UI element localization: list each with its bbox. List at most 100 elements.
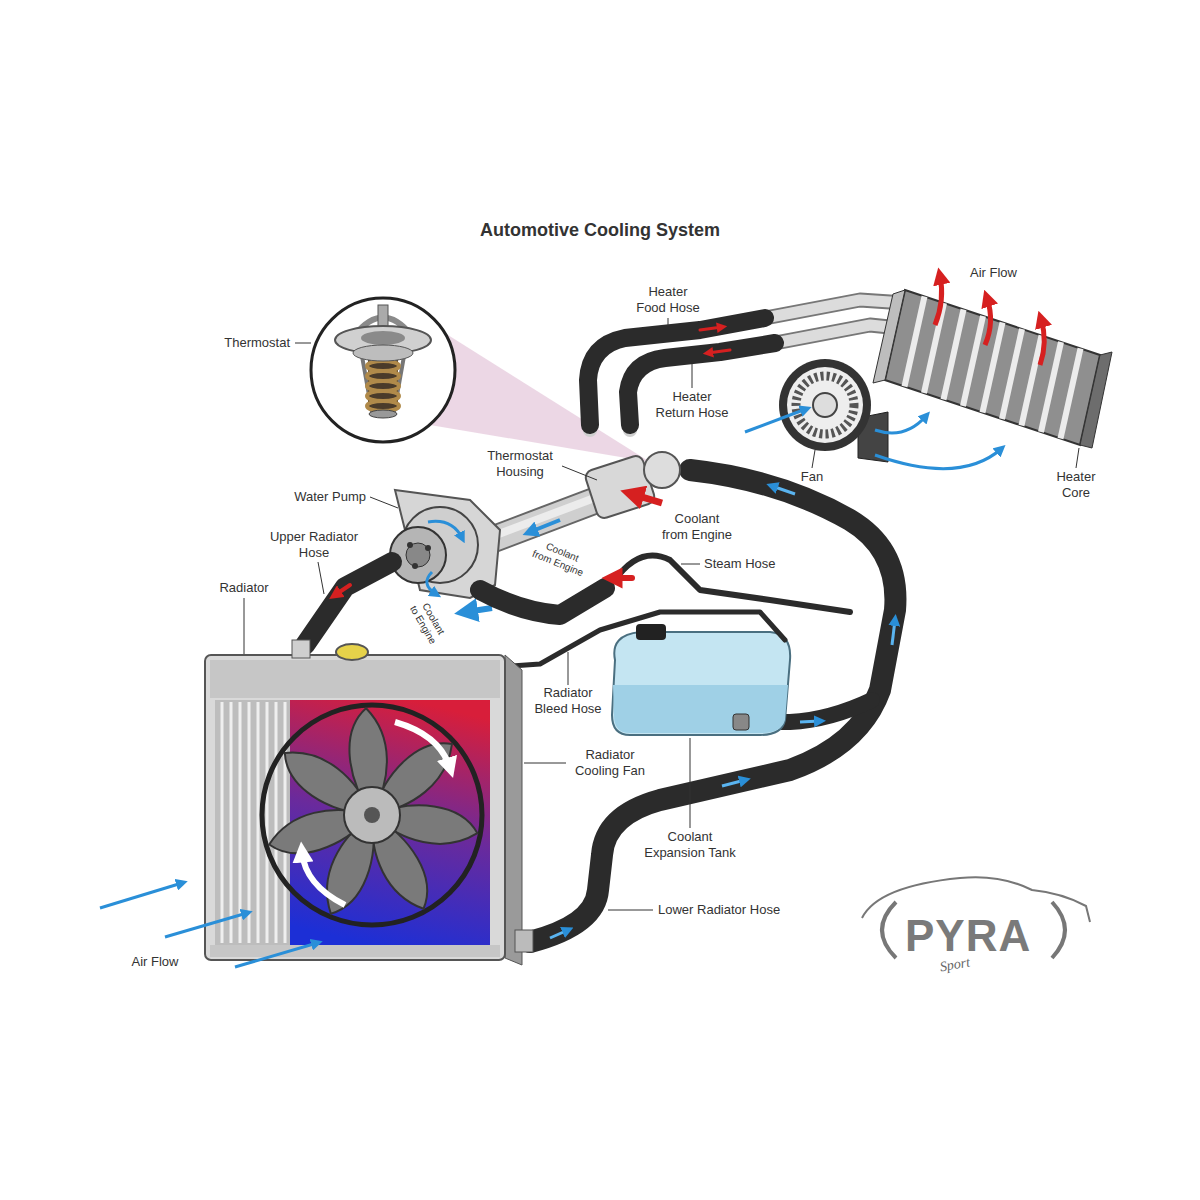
- pump-hoses-part: [612, 575, 632, 581]
- hot-air-arrows: [935, 276, 1044, 365]
- thermostat-inset-part: [368, 360, 398, 410]
- radiator: [205, 640, 533, 965]
- coolant-expansion-tank-part: [612, 632, 790, 735]
- air-arrows-heater: [745, 409, 1001, 469]
- hot-air-arrows-part: [985, 298, 991, 345]
- radiator-part-part: [275, 702, 278, 943]
- radiator-cooling-fan-part: [302, 852, 345, 905]
- pump-hoses-part: [305, 562, 392, 645]
- radiator-cooling-fan-part: [364, 807, 380, 823]
- thermostat-inset-part: [353, 345, 413, 361]
- leader-lines-part: [562, 466, 597, 480]
- leader-lines-part: [370, 497, 398, 508]
- thermostat-inset-part: [430, 330, 650, 462]
- thermostat-inset-part: [378, 305, 388, 327]
- air-arrows-heater-part: [745, 409, 806, 432]
- steam-and-bleed-hoses-part: [615, 556, 850, 613]
- leader-lines-part: [608, 910, 653, 911]
- part-label: Radiator Cooling Fan: [570, 747, 650, 778]
- leader-lines: [244, 318, 1079, 910]
- steam-and-bleed-hoses-part: [480, 612, 785, 668]
- leader-lines-part: [244, 598, 245, 654]
- part-label: Upper Radiator Hose: [267, 529, 362, 560]
- leader-lines-part: [812, 450, 815, 468]
- radiator-part: [205, 655, 505, 960]
- hot-air-arrows-part: [935, 276, 942, 325]
- water-pump-part: [425, 545, 431, 551]
- radiator-cooling-fan: [262, 705, 482, 925]
- blower-fan-part: [779, 359, 871, 451]
- part-label: Coolant from Engine: [530, 536, 591, 579]
- radiator-part: [210, 660, 500, 698]
- radiator-part: [215, 700, 290, 945]
- blower-fan: [779, 359, 888, 462]
- blower-fan-part: [787, 367, 863, 443]
- leader-lines-part: [668, 318, 669, 326]
- radiator-part-part: [248, 702, 251, 943]
- leader-lines-part: [690, 738, 691, 828]
- radiator-part: [210, 945, 500, 957]
- part-label: Radiator Bleed Hose: [531, 685, 606, 716]
- radiator-part-part: [221, 702, 224, 943]
- water-pump-part: [466, 608, 492, 612]
- heater-hoses-part: [588, 318, 765, 425]
- heater-pipes-part: [765, 300, 905, 318]
- heater-hoses-part: [700, 327, 722, 330]
- thermostat-inset-part: [361, 331, 405, 345]
- radiator-part: [515, 930, 533, 952]
- heater-hoses: [588, 318, 775, 430]
- radiator-part-part: [284, 702, 287, 943]
- heater-core-part-part: [924, 303, 944, 393]
- water-pump-part: [412, 563, 418, 569]
- brand-logo-text: PYRA: [905, 914, 1031, 958]
- flow-arrows-part: [550, 930, 568, 938]
- part-label: Thermostat Housing: [483, 448, 558, 479]
- hot-air-arrows-part: [1040, 319, 1044, 365]
- thermostat-housing-part: [530, 520, 560, 532]
- part-label: Coolant Expansion Tank: [641, 829, 739, 860]
- diagram-title: Automotive Cooling System: [480, 220, 720, 241]
- heater-core: [873, 290, 1112, 448]
- part-label: Air Flow: [132, 954, 179, 970]
- leader-lines-part: [318, 562, 324, 594]
- heater-core-part: [1080, 352, 1112, 448]
- heater-core-part-part: [944, 310, 964, 400]
- radiator-cooling-fan-part: [344, 787, 400, 843]
- flow-arrows-part: [722, 780, 745, 786]
- thermostat-housing-part: [644, 452, 680, 488]
- water-pump-part: [427, 572, 436, 594]
- part-label: Water Pump: [294, 489, 366, 505]
- part-label: Steam Hose: [704, 556, 776, 572]
- radiator-part: [222, 702, 285, 943]
- heater-hoses-part: [708, 350, 730, 353]
- engine-hoses-part: [530, 470, 895, 942]
- outside-air-arrows-part: [235, 943, 317, 967]
- coolant-expansion-tank: [612, 624, 790, 735]
- heater-pipes-part: [765, 300, 905, 318]
- blower-fan-part: [813, 393, 837, 417]
- blower-fan-part: [796, 376, 854, 434]
- leader-lines-part: [295, 343, 311, 344]
- part-label: Radiator: [219, 580, 268, 596]
- brand-logo-part: [882, 902, 896, 958]
- flow-arrows-part: [892, 620, 895, 645]
- thermostat-inset: [311, 298, 650, 462]
- coolant-expansion-tank-part: [613, 685, 788, 733]
- pump-hoses-part: [335, 585, 350, 595]
- heater-core-part-part: [1002, 329, 1022, 419]
- leader-lines-part: [1076, 448, 1079, 468]
- heater-core-part-part: [905, 297, 925, 387]
- brand-logo-part: [1052, 902, 1065, 958]
- radiator-cooling-fan-part: [395, 722, 450, 768]
- radiator-part: [292, 640, 310, 658]
- part-label: Fan: [801, 469, 823, 485]
- radiator-part-part: [266, 702, 269, 943]
- steam-and-bleed-hoses: [480, 556, 850, 669]
- brand-logo-text: Sport: [939, 954, 972, 976]
- heater-core-part-part: [963, 316, 983, 406]
- heater-pipes-part: [775, 325, 899, 343]
- leader-lines-part: [692, 364, 693, 388]
- heater-core-part-part: [1061, 349, 1081, 439]
